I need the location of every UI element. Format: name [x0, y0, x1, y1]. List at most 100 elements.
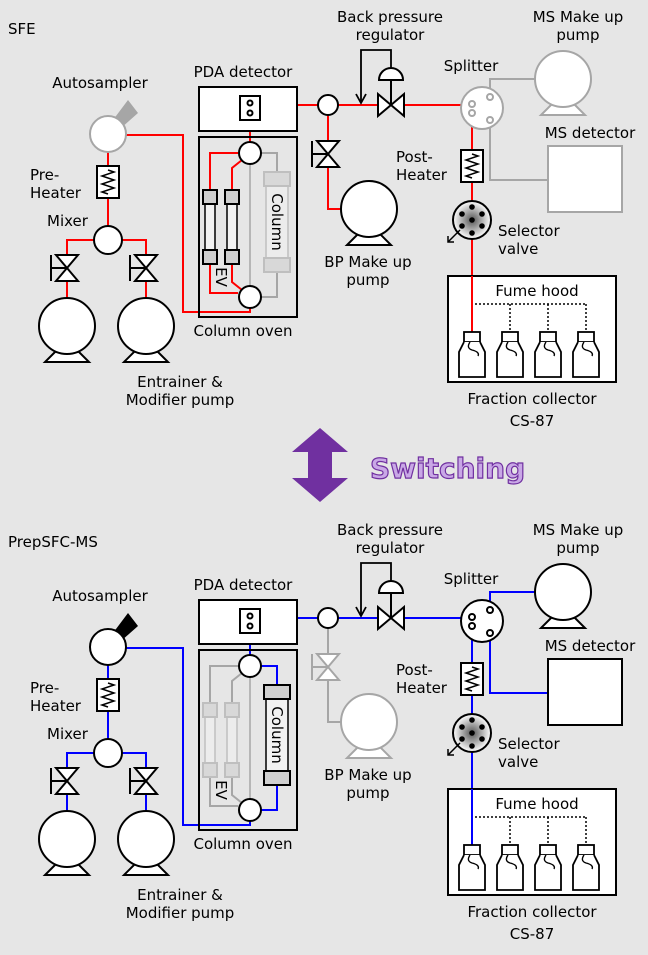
cartridge-cap-top [224, 702, 240, 718]
selector-valve-label: Selector [498, 735, 560, 753]
column-oven-box [198, 136, 298, 318]
collection-bottle-1 [458, 331, 486, 378]
splitter [460, 86, 504, 130]
bottle-tube [543, 854, 556, 870]
collection-bottle-4 [572, 844, 600, 891]
splitter-port [468, 613, 476, 621]
back-pressure-regulator [355, 562, 405, 632]
arrow-down-icon [355, 93, 367, 105]
switching-indicator: Switching [292, 428, 526, 502]
bpr-label: Back pressure [337, 8, 443, 26]
pump-body [117, 810, 175, 868]
bottle-body [572, 854, 600, 891]
ev-cartridge-1 [202, 189, 218, 265]
ev-label: EV [212, 780, 230, 800]
switching-label: Switching [370, 452, 525, 485]
bp-shutoff-valve [311, 140, 342, 168]
pre-heater-label: Heater [30, 184, 82, 202]
selector-port [459, 724, 465, 730]
autosampler-valve [89, 628, 127, 666]
pump-body [534, 563, 592, 621]
flow-cell-port [246, 612, 254, 620]
selector-port [469, 743, 475, 749]
splitter-port [468, 109, 476, 117]
selector-valve [447, 200, 492, 243]
cartridge-cap-bottom [263, 257, 291, 273]
heater-coil-icon [463, 666, 481, 692]
selector-port [479, 211, 485, 217]
column-switch-valve-top [238, 141, 262, 165]
pump-body [340, 693, 398, 751]
column-switch-valve-bottom [238, 798, 262, 822]
flow-line-column-top [261, 665, 278, 685]
bpr-label: regulator [356, 26, 426, 44]
cartridge-cap-bottom [202, 762, 218, 778]
bp-shutoff-valve [311, 653, 342, 681]
ms-makeup-pump-label: MS Make up [533, 8, 624, 26]
selector-port [459, 211, 465, 217]
autosampler-valve [89, 115, 127, 153]
bottle-body [534, 854, 562, 891]
bpr-feedback-line [360, 49, 392, 101]
modifier-pump [117, 810, 175, 876]
selector-valve-label: valve [498, 240, 538, 258]
selector-valve-label: valve [498, 753, 538, 771]
bp-makeup-pump-label: pump [346, 784, 389, 802]
flow-line-column-bottom [261, 785, 278, 811]
bottle-body [458, 341, 486, 378]
bottle-cap [463, 331, 481, 343]
selector-port [469, 717, 475, 723]
flow-line-ev2-top [231, 672, 243, 703]
selector-arrow [447, 229, 461, 243]
bp-makeup-pump [340, 180, 398, 246]
bp-makeup-pump-label: BP Make up [324, 253, 411, 271]
back-pressure-regulator [355, 49, 405, 119]
selector-port [479, 736, 485, 742]
section-title: PrepSFC-MS [8, 533, 98, 551]
column-switch-valve-top [238, 654, 262, 678]
ms-detector-label: MS detector [545, 124, 636, 142]
section-title: SFE [8, 20, 36, 38]
splitter [460, 599, 504, 643]
bottle-body [458, 854, 486, 891]
bpr-label: regulator [356, 539, 426, 557]
pre-heater [96, 678, 120, 712]
ms-makeup-pump-label: pump [556, 26, 599, 44]
fume-hood-label: Fume hood [495, 282, 578, 300]
bottle-tube [467, 341, 480, 357]
tee-junction [317, 607, 339, 629]
ev-label: EV [212, 267, 230, 287]
bottle-tube [505, 854, 518, 870]
bp-makeup-pump [340, 693, 398, 759]
flow-cell-port [246, 622, 254, 630]
shutoff-valve-left [50, 767, 81, 795]
fume-hood-label: Fume hood [495, 795, 578, 813]
entrainer-modifier-pump-label: Entrainer & [137, 886, 223, 904]
collection-bottle-1 [458, 844, 486, 891]
flow-line-bp-valve-pump [327, 680, 341, 723]
collection-bottle-4 [572, 331, 600, 378]
post-heater [460, 149, 484, 183]
selector-port [469, 730, 475, 736]
bottle-body [496, 341, 524, 378]
bottle-body [572, 341, 600, 378]
modifier-pump [117, 297, 175, 363]
cartridge-cap-bottom [263, 770, 291, 786]
column-label: Column [268, 706, 286, 763]
bottle-cap [463, 844, 481, 856]
bottle-tube [543, 341, 556, 357]
shutoff-valve-right [129, 254, 160, 282]
panel-prepsfc-ms: PrepSFC-MSAutosamplerPre-HeaterMixerEntr… [8, 521, 636, 943]
bp-makeup-pump-label: pump [346, 271, 389, 289]
splitter-port [486, 629, 494, 637]
splitter-port [486, 606, 494, 614]
post-heater [460, 662, 484, 696]
bottle-body [534, 341, 562, 378]
pda-detector-label: PDA detector [194, 576, 294, 594]
bpr-feedback-line [360, 562, 392, 614]
bottle-cap [501, 844, 519, 856]
bp-makeup-pump-label: BP Make up [324, 766, 411, 784]
autosampler-label: Autosampler [52, 74, 148, 92]
bottle-cap [501, 331, 519, 343]
collection-bottle-2 [496, 844, 524, 891]
